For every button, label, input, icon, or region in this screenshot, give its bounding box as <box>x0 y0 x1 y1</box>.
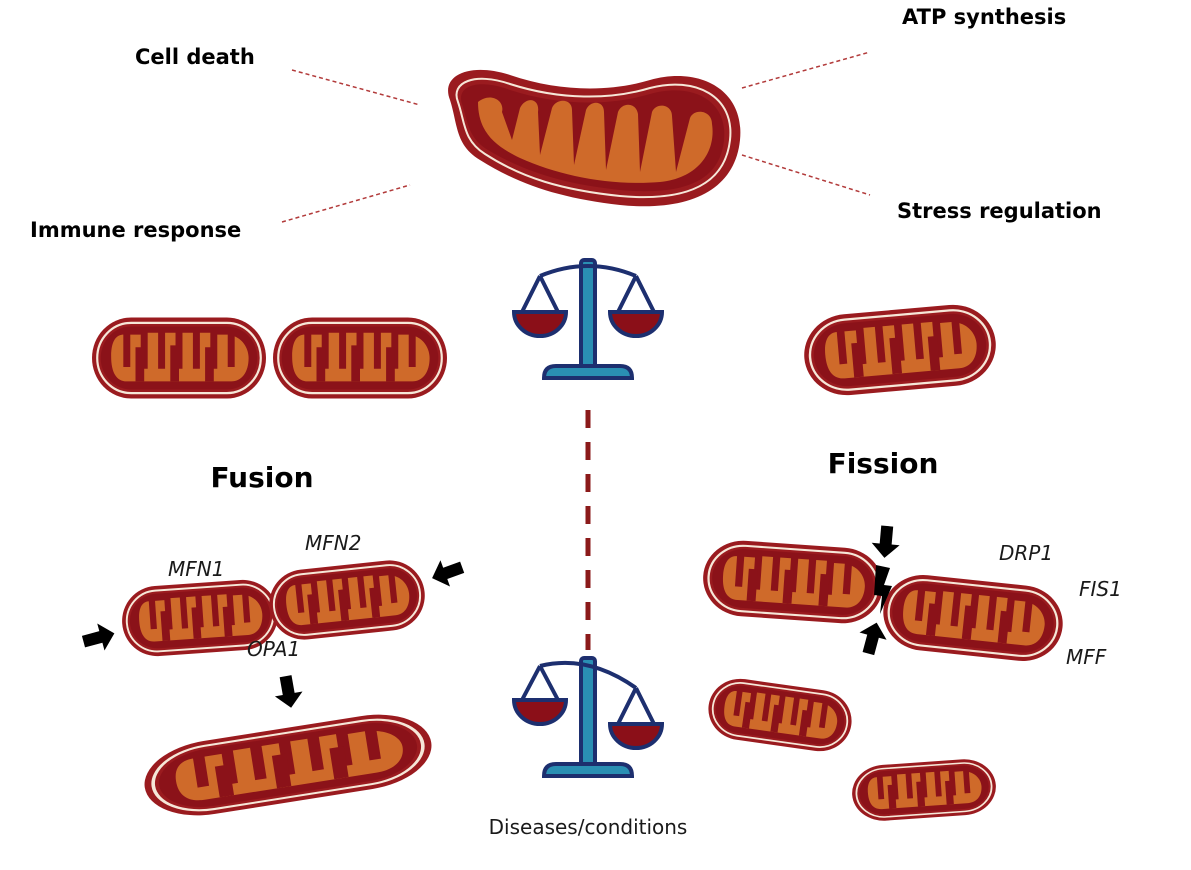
gene-fis1: FIS1 <box>1079 577 1122 601</box>
fission-lightning-icon <box>874 565 892 614</box>
fragmented-mitochondrion-2 <box>849 756 999 824</box>
mitochondrion-left-2 <box>271 316 449 400</box>
gene-opa1: OPA1 <box>247 637 300 661</box>
arrow-icon <box>427 554 467 592</box>
gene-mff: MFF <box>1066 645 1107 669</box>
mitochondrion-right-1 <box>799 300 1001 400</box>
arrow-icon <box>870 524 902 560</box>
dividing-mitochondrion-right <box>878 569 1068 667</box>
fused-mitochondrion <box>137 704 439 826</box>
label-stress-regulation: Stress regulation <box>897 199 1102 223</box>
arrow-icon <box>854 618 891 658</box>
imbalanced-scale-icon <box>512 656 664 778</box>
central-mitochondrion <box>448 69 741 207</box>
label-atp-synthesis: ATP synthesis <box>902 5 1066 29</box>
mitochondrion-left-1 <box>90 316 268 400</box>
label-immune-response: Immune response <box>30 218 241 242</box>
balanced-scale-icon <box>512 258 664 380</box>
caption-diseases: Diseases/conditions <box>489 815 688 839</box>
gene-drp1: DRP1 <box>999 541 1053 565</box>
function-connectors <box>281 51 871 223</box>
label-cell-death: Cell death <box>135 45 255 69</box>
gene-mfn2: MFN2 <box>305 531 361 555</box>
arrow-icon <box>79 619 119 656</box>
dividing-mitochondrion-left <box>699 536 887 628</box>
gene-mfn1: MFN1 <box>168 557 224 581</box>
arrow-icon <box>271 673 305 711</box>
fusion-title: Fusion <box>210 461 313 494</box>
fission-title: Fission <box>828 447 939 480</box>
fusing-mitochondrion-right <box>264 555 430 645</box>
fragmented-mitochondrion-1 <box>703 673 857 757</box>
